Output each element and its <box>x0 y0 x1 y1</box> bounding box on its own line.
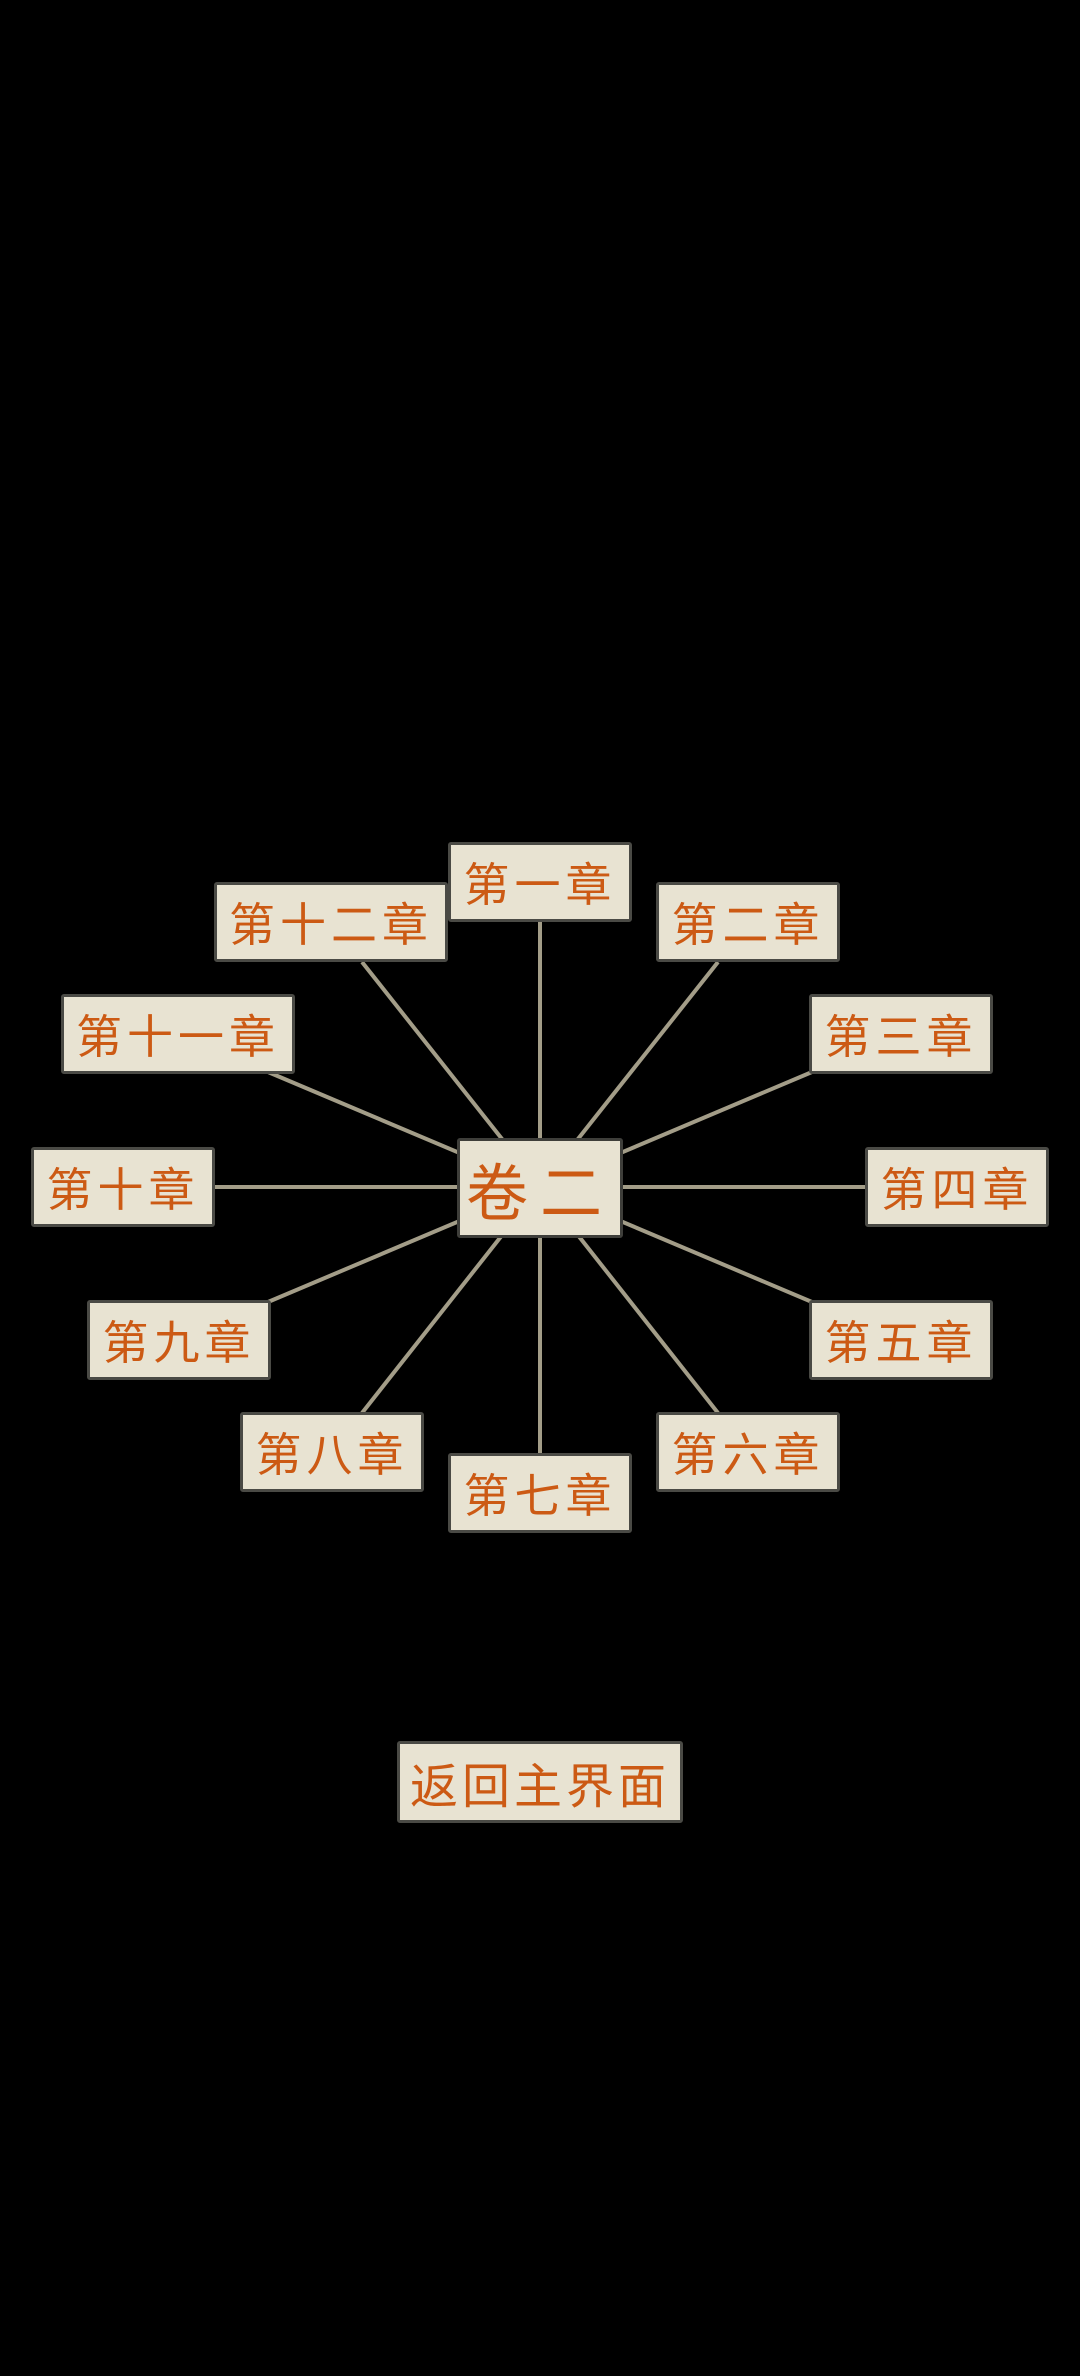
chapter-9-button[interactable]: 第九章 <box>87 1300 271 1380</box>
chapter-6-button[interactable]: 第六章 <box>656 1412 840 1492</box>
chapter-12-button[interactable]: 第十二章 <box>214 882 448 962</box>
back-to-main-button[interactable]: 返回主界面 <box>397 1741 683 1823</box>
volume-title: 卷二 <box>457 1138 623 1238</box>
chapter-4-button[interactable]: 第四章 <box>865 1147 1049 1227</box>
chapter-7-button[interactable]: 第七章 <box>448 1453 632 1533</box>
chapter-10-button[interactable]: 第十章 <box>31 1147 215 1227</box>
chapter-5-button[interactable]: 第五章 <box>809 1300 993 1380</box>
chapter-3-button[interactable]: 第三章 <box>809 994 993 1074</box>
chapter-11-button[interactable]: 第十一章 <box>61 994 295 1074</box>
chapter-2-button[interactable]: 第二章 <box>656 882 840 962</box>
chapter-8-button[interactable]: 第八章 <box>240 1412 424 1492</box>
chapter-1-button[interactable]: 第一章 <box>448 842 632 922</box>
